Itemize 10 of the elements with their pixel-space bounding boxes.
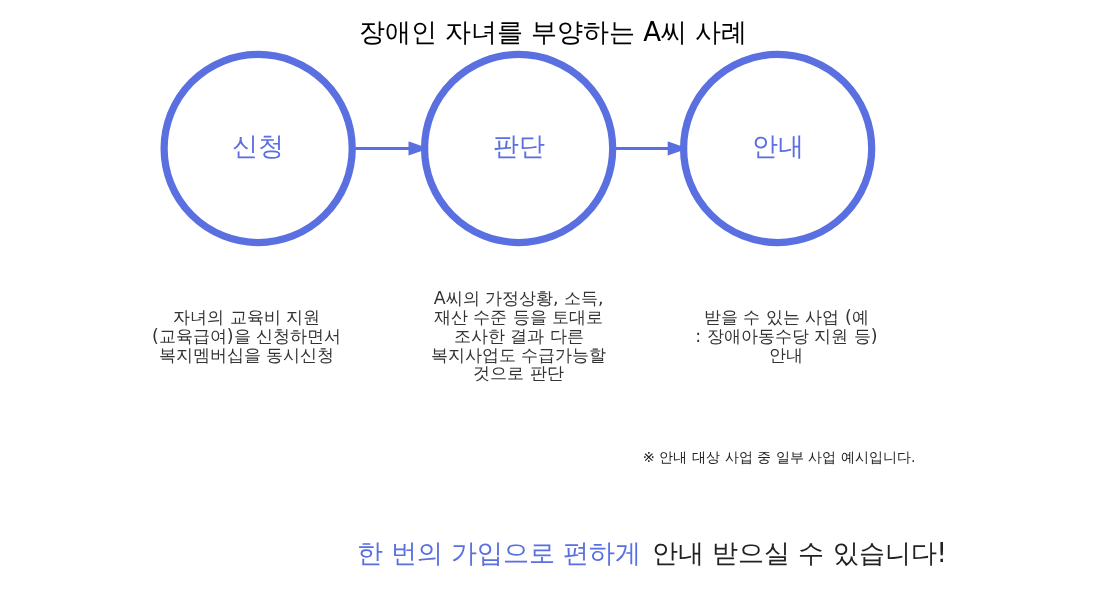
node-circle: 신청	[160, 50, 356, 247]
node-circle: 안내	[679, 50, 875, 247]
diagram-title: 장애인 자녀를 부양하는 A씨 사례	[358, 16, 747, 47]
node-label: A씨의 가정상황, 소득, 재산 수준 등을 토대로 조사한 결과 다른 복지사업도 수급가능할 것으로 판단	[430, 288, 606, 384]
label: ※ 안내 대상 사업 중 일부 사업 예시입니다.	[642, 448, 916, 465]
label: 한 번의 가입으로 편하게	[356, 537, 641, 568]
node-label: 자녀의 교육비 지원 (교육급여)을 신청하면서 복지멤버십을 동시신청	[151, 307, 341, 365]
node-label: 받을 수 있는 사업 (예 : 장애아동수당 지원 등) 안내	[694, 307, 877, 365]
node-circle: 판단	[420, 50, 616, 247]
label: 안내 받으실 수 있습니다!	[651, 537, 947, 568]
